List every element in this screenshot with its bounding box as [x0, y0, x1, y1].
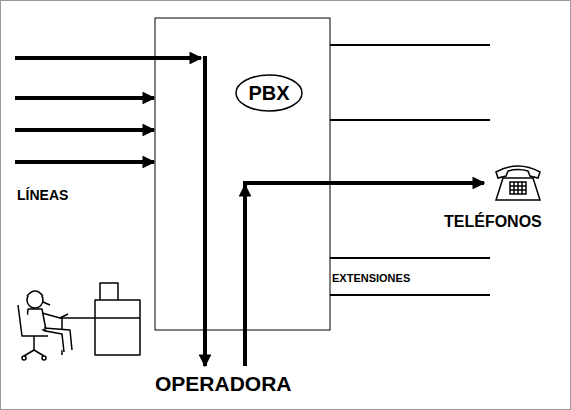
line-to-telephone	[243, 181, 484, 185]
extensions-label: EXTENSIONES	[332, 272, 410, 284]
incoming-line	[15, 96, 154, 100]
telephone-icon	[496, 166, 540, 200]
ellipse-shape	[236, 75, 302, 111]
pbx-ellipse: PBX	[235, 74, 303, 112]
extension-line	[330, 119, 490, 121]
operator-figure	[18, 283, 140, 360]
line-from-operator	[243, 185, 247, 366]
node-text: PBX	[248, 83, 289, 103]
lines-label: LÍNEAS	[17, 188, 68, 203]
extension-line	[330, 257, 490, 259]
incoming-line	[15, 56, 201, 60]
operator-label: OPERADORA	[155, 372, 292, 395]
incoming-line	[15, 160, 154, 164]
extension-line	[330, 294, 490, 296]
extension-line	[330, 44, 490, 46]
incoming-line	[15, 128, 154, 132]
line-to-operator	[203, 56, 207, 366]
telephones-label: TELÉFONOS	[444, 213, 542, 231]
pbx-housing	[155, 18, 330, 330]
